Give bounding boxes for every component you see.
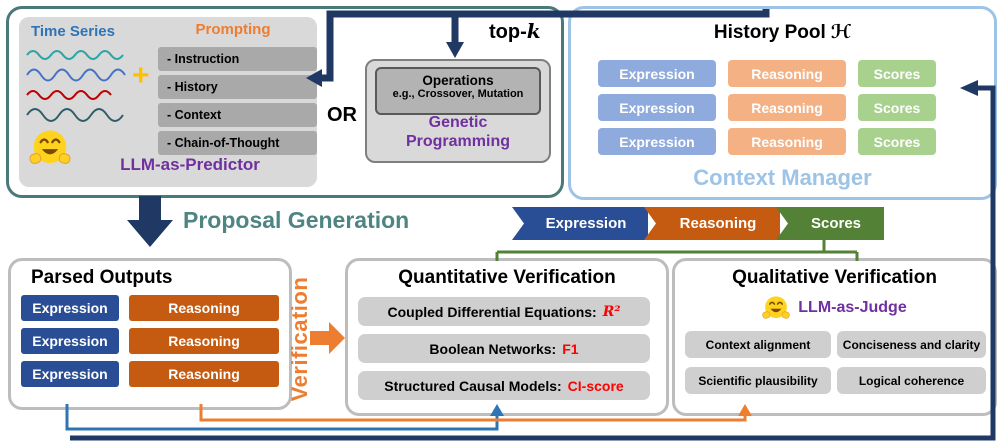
metric-f1: F1 [562,340,579,357]
expression-pill: Expression [21,295,119,321]
top-k-prefix: top- [489,21,527,43]
time-series-label: Time Series [31,23,115,40]
top-k-variable: k [526,19,541,43]
scores-pill: Scores [858,94,936,121]
verification-label: Verification [287,276,312,402]
or-label: OR [327,104,357,126]
quantitative-row: Coupled Differential Equations: R² [358,297,650,326]
quantitative-verification-box: Quantitative Verification Coupled Differ… [345,258,669,416]
history-pool-symbol: ℋ [830,21,852,43]
genetic-programming-label: Genetic Programming [405,114,510,151]
criterion-conciseness-clarity: Conciseness and clarity [837,331,986,358]
quantitative-row-label: Structured Causal Models: [384,377,562,394]
scores-pill: Scores [858,128,936,155]
qualitative-verification-box: Qualitative Verification LLM-as-Judge Co… [672,258,997,416]
quantitative-row: Boolean Networks: F1 [358,334,650,363]
operations-title: Operations [422,73,494,88]
proposal-group-box: Time Series + Prompting - Instruction - … [6,6,564,198]
qualitative-verification-title: Qualitative Verification [732,267,937,288]
proposal-generation-label: Proposal Generation [183,207,410,233]
parsed-output-row: Expression Reasoning [21,328,279,354]
operations-examples: e.g., Crossover, Mutation [392,88,524,100]
top-k-label: top-k [489,19,541,44]
reasoning-pill: Reasoning [129,295,279,321]
llm-as-judge-label: LLM-as-Judge [798,299,907,316]
operations-box: Operations e.g., Crossover, Mutation [375,67,541,115]
reasoning-pill: Reasoning [728,60,846,87]
criterion-context-alignment: Context alignment [685,331,831,358]
expression-pill: Expression [21,361,119,387]
criterion-logical-coherence: Logical coherence [837,367,986,394]
expression-pill: Expression [598,94,716,121]
quantitative-row-label: Coupled Differential Equations: [387,303,597,320]
llm-as-judge-row: LLM-as-Judge [675,293,994,323]
llm-as-predictor-label: LLM-as-Predictor [120,155,260,174]
quantitative-row-label: Boolean Networks: [429,340,557,357]
prompting-title: Prompting [195,21,271,38]
prompt-item-context: - Context [158,103,317,127]
history-pool-row: Expression Reasoning Scores [598,94,936,121]
history-pool-row: Expression Reasoning Scores [598,128,936,155]
hugging-face-icon [762,296,790,319]
prompt-item-instruction: - Instruction [158,47,317,71]
expression-pill: Expression [598,60,716,87]
quantitative-verification-title: Quantitative Verification [398,267,616,288]
expression-pill: Expression [598,128,716,155]
parsed-output-row: Expression Reasoning [21,361,279,387]
expression-pill: Expression [21,328,119,354]
scores-tag: Scores [776,207,884,240]
metric-r2: R² [602,303,621,320]
reasoning-tag: Reasoning [644,207,780,240]
prompt-item-history: - History [158,75,317,99]
hugging-face-icon [29,130,71,165]
history-pool-title-text: History Pool [713,22,826,43]
reasoning-pill: Reasoning [129,328,279,354]
plus-icon: + [132,59,150,92]
proposal-down-arrow [127,196,173,247]
parsed-outputs-title: Parsed Outputs [31,267,173,288]
llm-predictor-panel: Time Series + Prompting - Instruction - … [19,17,317,187]
metric-ci-score: CI-score [567,377,624,394]
parsed-outputs-box: Parsed Outputs Expression Reasoning Expr… [8,258,292,410]
genetic-programming-box: Operations e.g., Crossover, Mutation Gen… [365,59,551,163]
scores-pill: Scores [858,60,936,87]
verification-right-arrow [310,322,345,354]
reasoning-pill: Reasoning [728,94,846,121]
context-manager-label: Context Manager [693,165,872,190]
time-series-waves-icon [26,50,126,122]
quantitative-row: Structured Causal Models: CI-score [358,371,650,400]
reasoning-pill: Reasoning [728,128,846,155]
expression-tag: Expression [512,207,648,240]
parsed-output-row: Expression Reasoning [21,295,279,321]
reasoning-pill: Reasoning [129,361,279,387]
criterion-scientific-plausibility: Scientific plausibility [685,367,831,394]
history-pool-row: Expression Reasoning Scores [598,60,936,87]
prompt-item-chain-of-thought: - Chain-of-Thought [158,131,317,155]
